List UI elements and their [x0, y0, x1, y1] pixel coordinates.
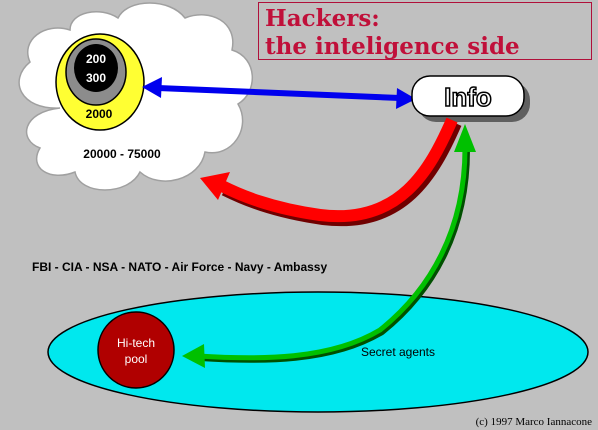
- pool-line2: pool: [125, 352, 148, 366]
- title-line1: Hackers:: [265, 5, 380, 32]
- info-label: Info: [444, 82, 492, 112]
- title-line2: the inteligence side: [265, 33, 520, 60]
- red-curved-arrow: [200, 117, 462, 227]
- copyright-text: (c) 1997 Marco Iannacone: [476, 416, 592, 428]
- agencies-text: FBI - CIA - NSA - NATO - Air Force - Nav…: [32, 260, 327, 274]
- title-box: Hackers: the inteligence side: [258, 2, 592, 60]
- ring-graphic: 200 300 2000: [55, 33, 145, 131]
- ellipse-label: Secret agents: [361, 345, 435, 359]
- info-box: Info: [411, 75, 530, 122]
- ring-inner-top-label: 200: [86, 52, 106, 66]
- pool-line1: Hi-tech: [117, 336, 155, 350]
- green-double-arrow: [182, 124, 476, 368]
- cloud-range-label: 20000 - 75000: [83, 147, 161, 161]
- ring-inner-bottom-label: 300: [86, 71, 106, 85]
- ring-outer-label: 2000: [86, 107, 113, 121]
- blue-double-arrow: [142, 77, 416, 109]
- hitech-pool-circle: Hi-tech pool: [97, 311, 175, 389]
